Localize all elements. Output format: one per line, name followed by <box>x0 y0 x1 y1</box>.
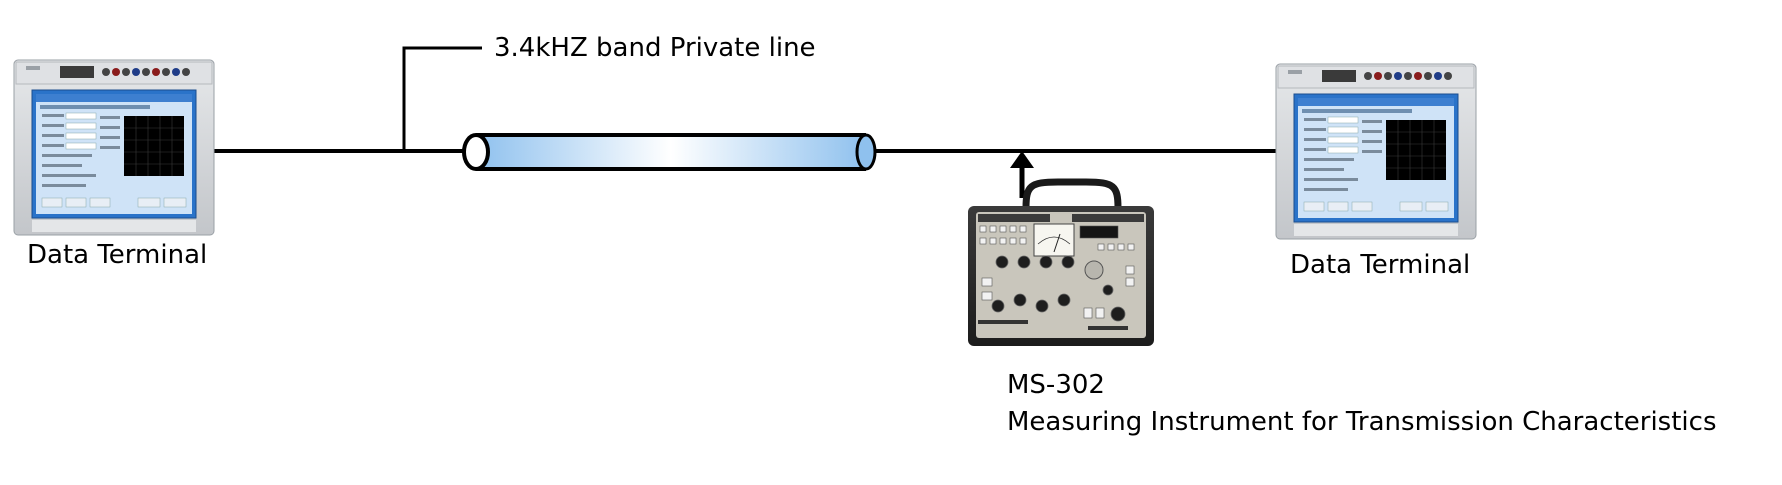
instrument-description-label: Measuring Instrument for Transmission Ch… <box>1007 407 1717 437</box>
right-terminal-label: Data Terminal <box>1290 250 1471 280</box>
instrument-model-label: MS-302 <box>1007 370 1105 400</box>
left-terminal-label: Data Terminal <box>27 240 208 270</box>
right-data-terminal-device <box>1275 63 1477 240</box>
measurement-arrow <box>1010 151 1034 198</box>
left-data-terminal-device <box>13 59 215 236</box>
private-line-label: 3.4kHZ band Private line <box>494 33 816 63</box>
private-line-cylinder <box>462 133 877 171</box>
label-leader-line <box>402 46 482 151</box>
ms302-instrument-device <box>968 178 1154 346</box>
